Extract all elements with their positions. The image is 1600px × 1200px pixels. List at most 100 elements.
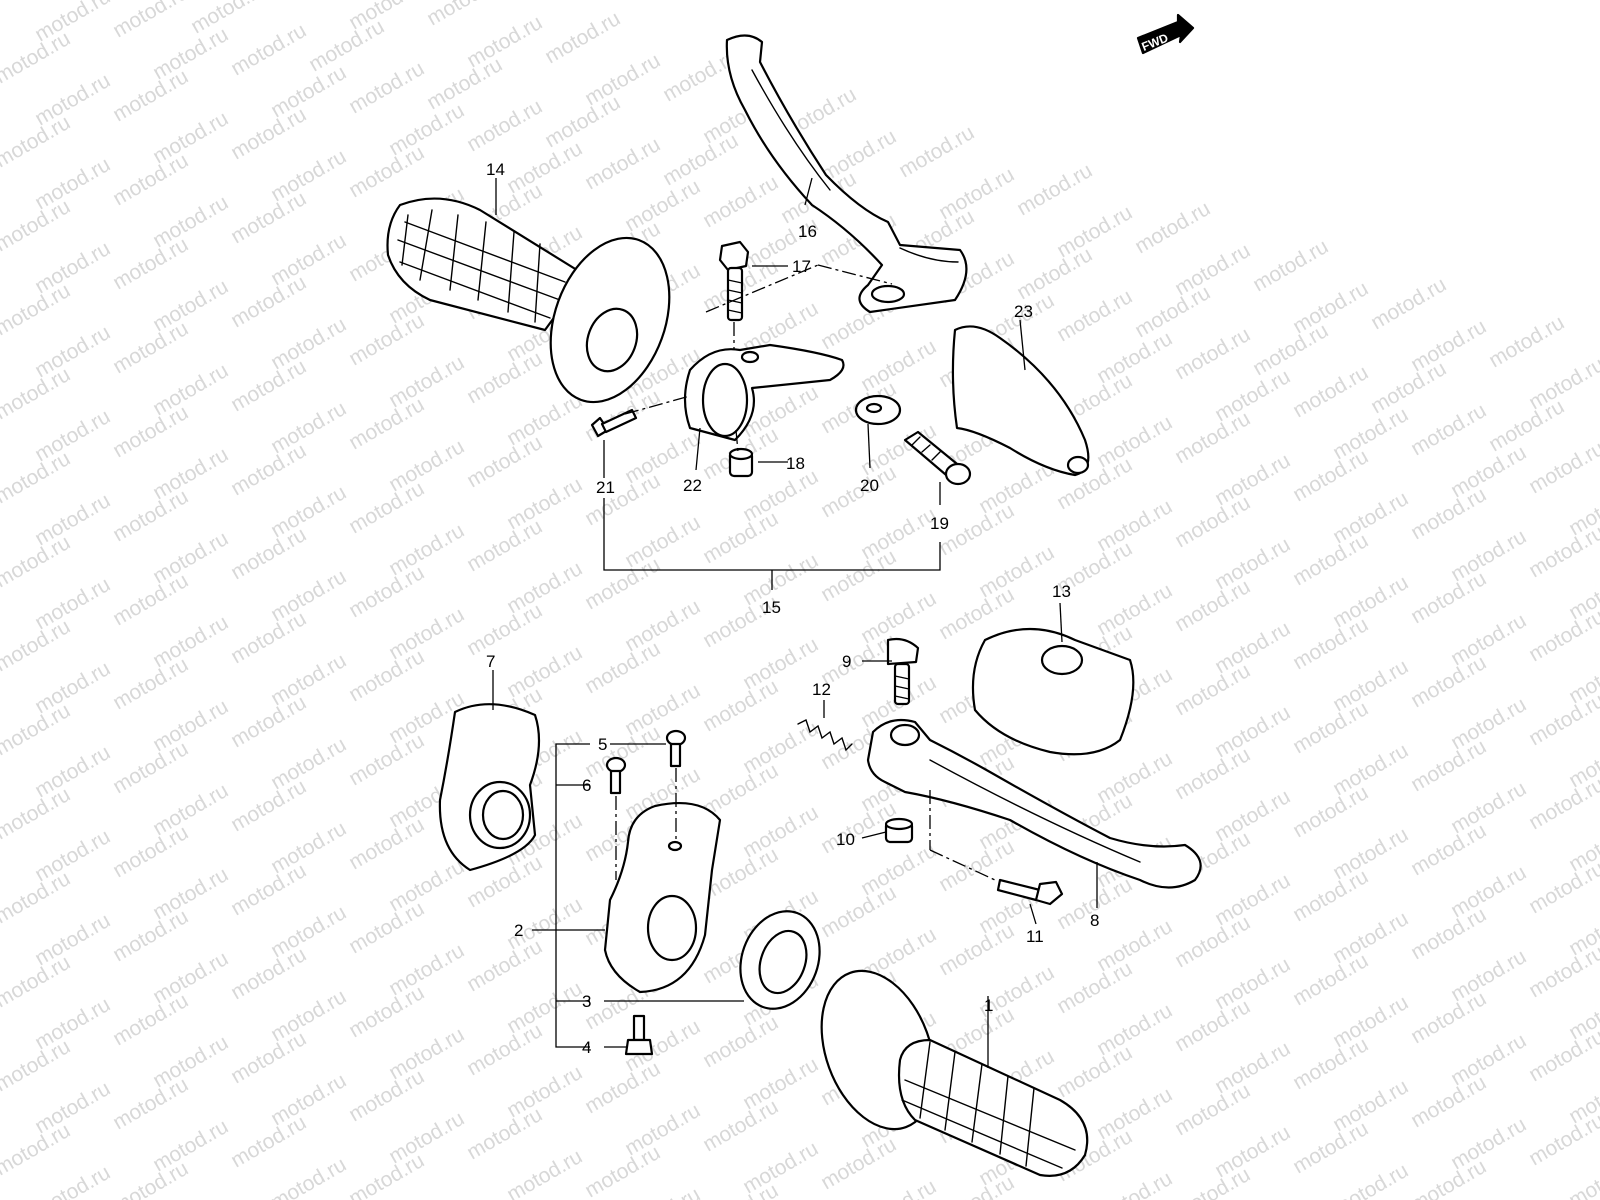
watermark-text: motod.ru (345, 897, 428, 958)
watermark-text: motod.ru (345, 477, 428, 538)
watermark-text: motod.ru (227, 271, 310, 332)
watermark-text: motod.ru (227, 691, 310, 752)
left-grip-14 (386, 197, 671, 404)
watermark-text: motod.ru (1171, 491, 1254, 552)
watermark-text: motod.ru (109, 317, 192, 378)
callout-2: 2 (514, 921, 523, 940)
watermark-text: motod.ru (1407, 483, 1490, 544)
watermark-text: motod.ru (1525, 437, 1600, 498)
watermark-text: motod.ru (699, 1011, 782, 1072)
watermark-text: motod.ru (109, 989, 192, 1050)
watermark-text: motod.ru (1013, 159, 1096, 220)
watermark-text: motod.ru (1407, 399, 1490, 460)
watermark-text: motod.ru (345, 141, 428, 202)
watermark-text: motod.ru (463, 515, 546, 576)
watermark-text: motod.ru (1289, 865, 1372, 926)
watermark-text: motod.ru (1249, 319, 1332, 380)
watermark-text: motod.ru (109, 485, 192, 546)
watermark-text: motod.ru (227, 187, 310, 248)
watermark-text: motod.ru (1565, 1151, 1600, 1200)
watermark-text: motod.ru (1407, 651, 1490, 712)
watermark-text: motod.ru (1407, 735, 1490, 796)
screw-5 (665, 729, 687, 768)
callout-18: 18 (786, 454, 805, 473)
watermark-text: motod.ru (1407, 903, 1490, 964)
callout-1: 1 (984, 996, 993, 1015)
watermark-text: motod.ru (345, 561, 428, 622)
watermark-text: motod.ru (227, 1027, 310, 1088)
watermark-text: motod.ru (1171, 911, 1254, 972)
watermark-text: motod.ru (1525, 605, 1600, 666)
callout-14: 14 (486, 160, 505, 179)
adjuster-19 (903, 430, 972, 486)
watermark-text: motod.ru (817, 1133, 900, 1194)
watermark-text: motod.ru (345, 981, 428, 1042)
watermark-text: motod.ru (1053, 1041, 1136, 1102)
watermark-text: motod.ru (699, 507, 782, 568)
watermark-text: motod.ru (1171, 659, 1254, 720)
bolt-17 (718, 240, 750, 322)
watermark-text: motod.ru (1525, 941, 1600, 1002)
watermark-text: motod.ru (1485, 395, 1568, 456)
spring-12 (797, 719, 853, 752)
fwd-arrow-icon: FWD (1136, 13, 1195, 55)
right-grip-1 (820, 969, 1089, 1177)
watermark-text: motod.ru (1093, 1167, 1176, 1200)
watermark-text: motod.ru (581, 637, 664, 698)
watermark-text: motod.ru (503, 1145, 586, 1200)
watermark-text: motod.ru (581, 553, 664, 614)
callout-8: 8 (1090, 911, 1099, 930)
watermark-text: motod.ru (581, 1141, 664, 1200)
callout-11: 11 (1026, 927, 1044, 946)
watermark-text: motod.ru (109, 233, 192, 294)
watermark-text: motod.ru (817, 881, 900, 942)
lever-cover-13 (971, 627, 1135, 756)
watermark-text: motod.ru (1171, 1163, 1254, 1200)
lock-nut-20 (854, 394, 902, 426)
watermark-text: motod.ru (1171, 407, 1254, 468)
watermark-text: motod.ru (1171, 995, 1254, 1056)
watermark-text: motod.ru (1053, 285, 1136, 346)
screw-6 (605, 756, 627, 795)
watermark-text: motod.ru (345, 393, 428, 454)
watermark-text: motod.ru (31, 1161, 114, 1200)
screw-21 (590, 408, 638, 438)
watermark-text: motod.ru (423, 0, 506, 30)
watermark-text: motod.ru (227, 859, 310, 920)
lever-cover-23 (951, 325, 1090, 477)
callout-10: 10 (836, 830, 855, 849)
watermark-text: motod.ru (1525, 689, 1600, 750)
watermark-text: motod.ru (935, 919, 1018, 980)
watermark-text: motod.ru (817, 545, 900, 606)
callout-6: 6 (582, 776, 591, 795)
callout-17: 17 (792, 257, 811, 276)
watermark-text: motod.ru (1407, 1071, 1490, 1132)
watermark-text: motod.ru (541, 7, 624, 68)
watermark-text: motod.ru (463, 1103, 546, 1164)
watermark-text: motod.ru (345, 813, 428, 874)
nut-10 (884, 817, 914, 844)
watermark-text: motod.ru (227, 607, 310, 668)
watermark-text: motod.ru (345, 309, 428, 370)
watermark-text: motod.ru (345, 1065, 428, 1126)
watermark-text: motod.ru (1525, 773, 1600, 834)
callout-21: 21 (596, 478, 615, 497)
callouts: 14 16 17 23 18 21 22 20 19 15 13 9 7 12 … (486, 160, 1099, 1057)
watermark-text: motod.ru (463, 95, 546, 156)
callout-7: 7 (486, 652, 495, 671)
callout-20: 20 (860, 476, 879, 495)
watermark-text: motod.ru (109, 65, 192, 126)
watermark-text: motod.ru (699, 1095, 782, 1156)
watermark-text: motod.ru (109, 737, 192, 798)
watermark-text: motod.ru (109, 149, 192, 210)
watermark-text: motod.ru (227, 355, 310, 416)
watermark-text: motod.ru (345, 729, 428, 790)
callout-19: 19 (930, 514, 949, 533)
watermark-text: motod.ru (1525, 521, 1600, 582)
watermark-text: motod.ru (1525, 857, 1600, 918)
bolt-9 (886, 637, 920, 706)
watermark-text: motod.ru (895, 121, 978, 182)
watermark-text: motod.ru (463, 935, 546, 996)
watermark-text: motod.ru (109, 653, 192, 714)
